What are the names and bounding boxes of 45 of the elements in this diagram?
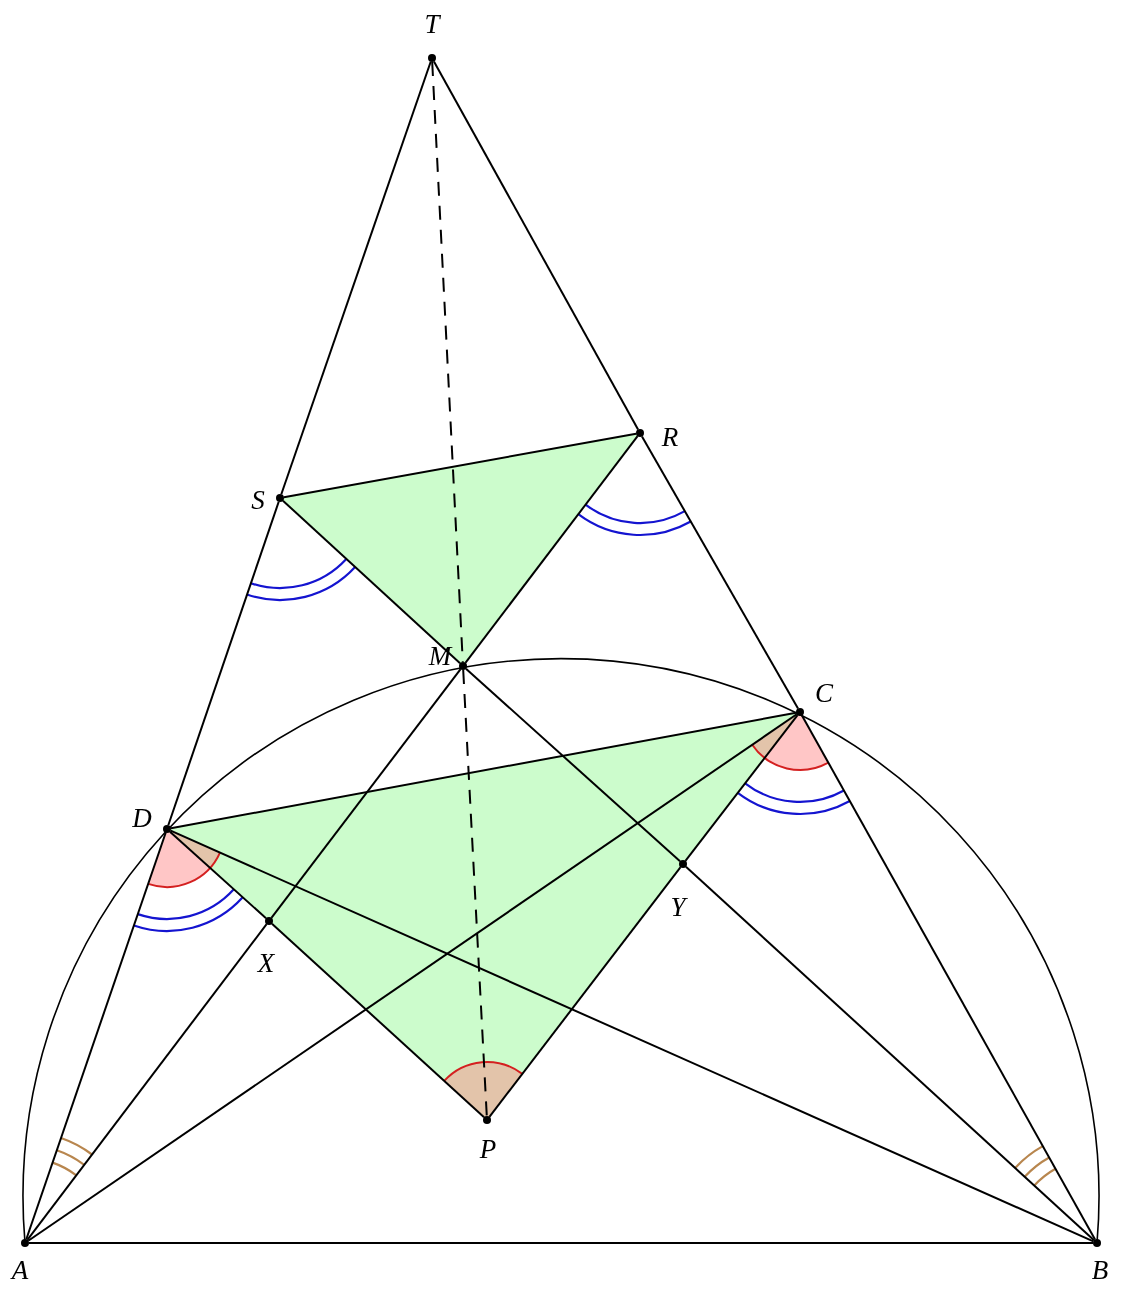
point-dot [636,429,644,437]
line-segment [488,866,682,1118]
line-segment [167,500,280,827]
line-segment [800,714,1097,1241]
line-segment [281,499,462,665]
point-label: M [428,642,452,670]
line-segment [270,668,462,919]
point-dot [679,860,687,868]
point-dot [163,825,171,833]
point-label: B [1091,1256,1109,1284]
point-label: C [815,679,833,707]
line-segment [432,60,640,431]
point-label: A [11,1256,29,1284]
point-dot [483,1116,491,1124]
line-segment [169,711,798,830]
line-segment [464,435,639,664]
point-label: Y [670,893,686,921]
point-label: T [424,10,440,38]
line-segment [270,922,486,1119]
line-segment [462,669,488,1117]
point-dot [796,708,804,716]
point-dot [428,54,436,62]
line-segment [684,714,799,862]
point-dot [276,494,284,502]
line-segment [168,830,268,920]
line-segment [26,923,268,1241]
point-label: D [132,804,152,832]
point-label: S [251,486,265,514]
line-segment [169,829,1095,1243]
line-segment [280,60,432,496]
point-dot [1093,1239,1101,1247]
line-segment [282,432,638,499]
line-segment [25,831,167,1241]
point-dot [21,1239,29,1247]
point-dot [459,662,467,670]
line-segment [431,61,464,663]
point-dot [265,917,273,925]
line-segment [464,667,682,863]
line-segment [27,713,798,1242]
line-segment [641,435,799,710]
point-label: P [479,1135,497,1163]
point-label: X [257,949,275,977]
line-segment [684,865,1096,1242]
point-label: R [661,423,679,451]
line-segment [28,1242,1094,1244]
